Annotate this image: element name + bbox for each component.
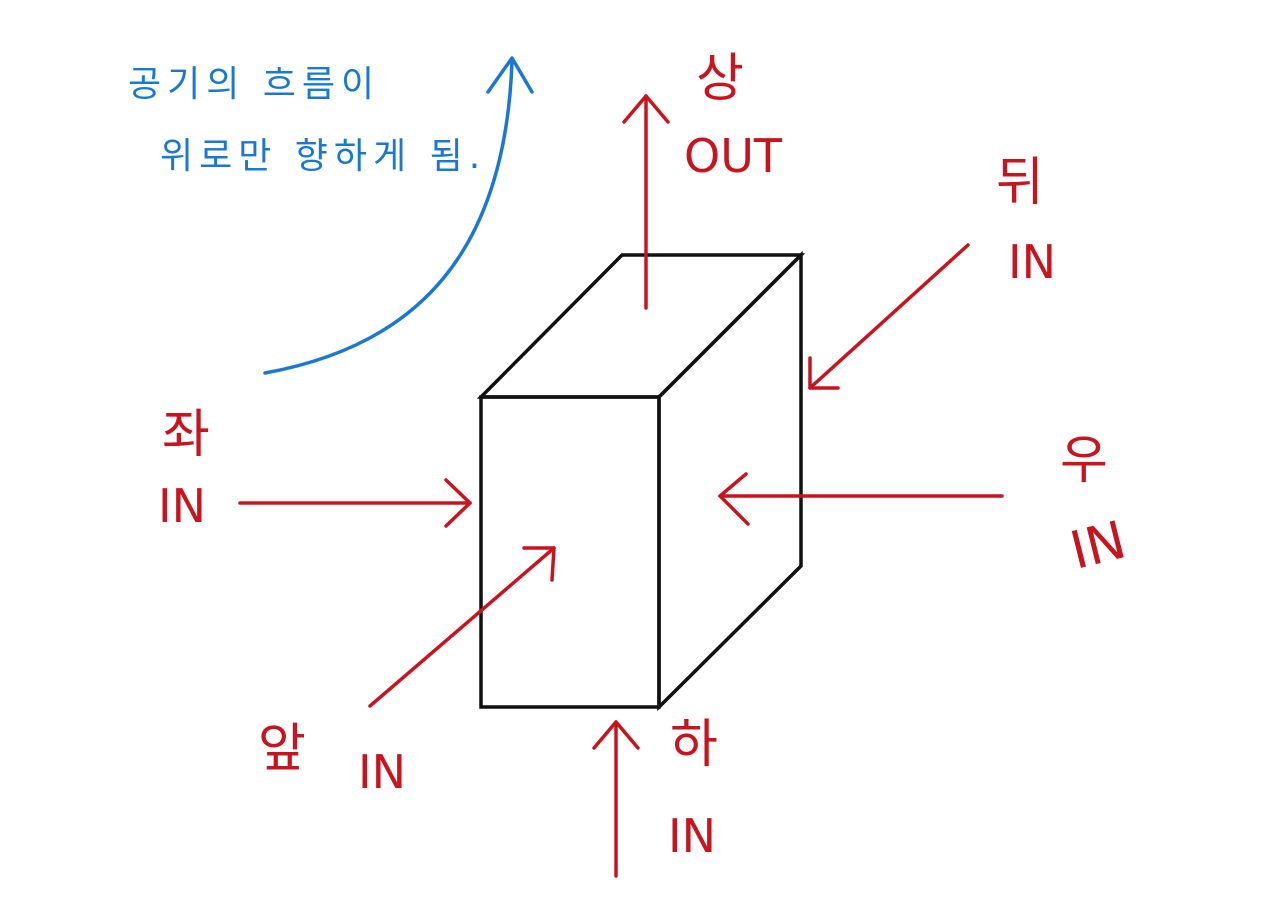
box-front-face	[479, 395, 661, 709]
box-top-face	[476, 253, 806, 399]
top-out-arrow	[622, 94, 670, 310]
back-flow-label: IN	[1008, 235, 1056, 289]
airflow-note: 공기의 흐름이 위로만 향하게 됨.	[128, 64, 486, 177]
upward-flow-curve	[263, 60, 514, 375]
bottom-arrow-head	[592, 720, 640, 750]
left-flow-label: IN	[158, 479, 206, 533]
upward-flow-arrow	[263, 56, 534, 375]
top-direction-label: 상	[696, 49, 744, 109]
upward-flow-arrowhead	[486, 56, 534, 94]
front-flow-label: IN	[358, 745, 406, 799]
back-direction-label: 뒤	[996, 153, 1044, 213]
back-arrow-shaft	[808, 243, 970, 390]
front-arrow-head	[522, 546, 556, 582]
back-arrow-head	[808, 356, 840, 390]
right-direction-label: 우	[1060, 431, 1108, 491]
front-arrow-shaft	[368, 546, 556, 708]
note-line-2: 위로만 향하게 됨.	[160, 136, 486, 177]
bottom-in-arrow	[592, 720, 640, 878]
right-arrow-head	[718, 472, 750, 526]
right-flow-label: IN	[1065, 510, 1132, 581]
back-in-arrow	[808, 243, 970, 390]
box-side-face	[657, 250, 803, 712]
bottom-direction-label: 하	[670, 715, 718, 775]
box-prism	[476, 250, 806, 712]
left-arrow-head	[444, 478, 472, 528]
left-in-arrow	[238, 478, 472, 528]
top-flow-label: OUT	[684, 129, 783, 183]
left-direction-label: 좌	[162, 405, 210, 465]
note-line-1: 공기의 흐름이	[128, 64, 380, 105]
right-in-arrow	[718, 472, 1004, 526]
front-in-arrow	[368, 546, 556, 708]
bottom-flow-label: IN	[668, 809, 716, 863]
top-arrow-head	[622, 94, 670, 124]
front-direction-label: 앞	[258, 719, 306, 779]
